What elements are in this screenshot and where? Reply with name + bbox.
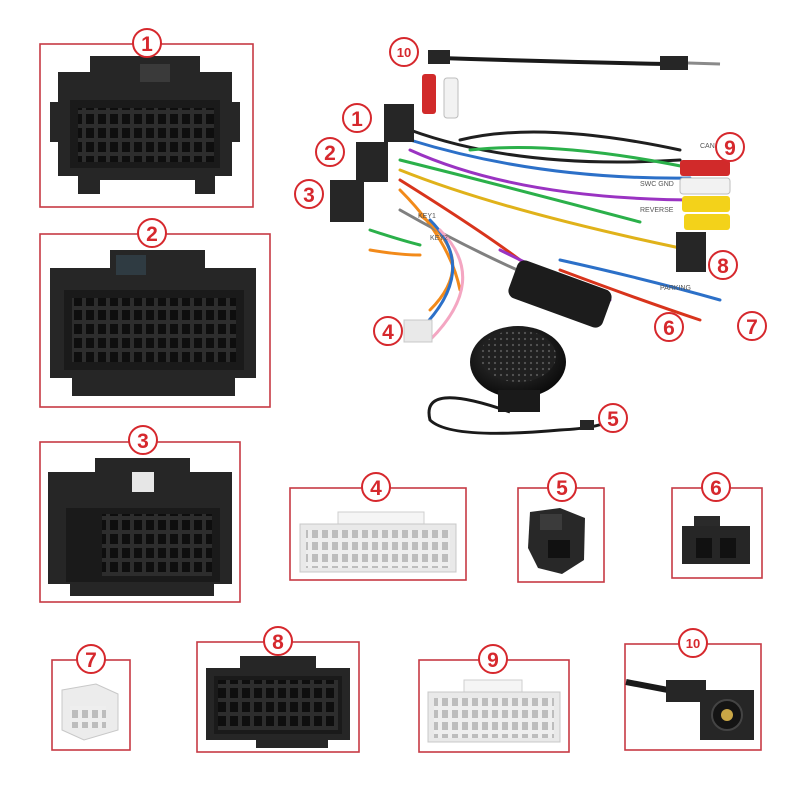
white-plug-7-image	[61, 683, 119, 741]
connector-10-panel: 10	[624, 628, 762, 751]
harness-label-1: 1	[351, 108, 363, 131]
harness-label-2: 2	[324, 142, 336, 165]
label-badge-5: 5	[547, 472, 577, 502]
black-connector-2-image	[50, 250, 256, 396]
harness-badge-7: 7	[737, 311, 767, 341]
connector-5-panel: 5	[517, 472, 605, 583]
wire-bundle-image	[368, 128, 722, 342]
connector-4-panel: 4	[289, 472, 467, 581]
label-4: 4	[370, 477, 382, 500]
label-badge-6: 6	[701, 472, 731, 502]
label-7: 7	[85, 649, 97, 672]
harness-badge-5: 5	[598, 403, 628, 433]
black-connector-1-image	[50, 56, 240, 194]
harness-tag-parking: PARKING	[660, 285, 691, 292]
connector-2-panel: 2	[39, 218, 271, 408]
connector-1-panel: 1	[39, 28, 254, 208]
harness-badge-3: 3	[294, 179, 324, 209]
black-connector-3-image	[48, 458, 232, 596]
connector-9-panel: 9	[418, 644, 570, 753]
white-connector-9-image	[427, 679, 561, 743]
label-badge-8: 8	[263, 626, 293, 656]
wiring-harness-photo: KEY1 KEY2 SWC GND PARKING REVERSE CAN BU…	[294, 37, 767, 435]
black-connector-8-image	[206, 656, 350, 748]
label-badge-10: 10	[678, 628, 708, 658]
black-plug-6-image	[682, 516, 750, 564]
harness-label-3: 3	[303, 184, 315, 207]
harness-tag-swc: SWC GND	[640, 181, 674, 188]
harness-badge-8: 8	[708, 250, 738, 280]
label-1: 1	[141, 33, 153, 56]
harness-label-7: 7	[746, 316, 758, 339]
label-3: 3	[137, 430, 149, 453]
harness-tag-key2: KEY2	[430, 235, 448, 242]
harness-connector-3	[330, 180, 364, 222]
harness-connector-2	[356, 142, 388, 182]
harness-badge-9: 9	[715, 132, 745, 162]
harness-label-9: 9	[724, 137, 736, 160]
label-8: 8	[272, 631, 284, 654]
antenna-connector-10-image	[625, 679, 754, 740]
label-10: 10	[686, 636, 700, 651]
harness-label-8: 8	[717, 255, 729, 278]
connector-6-panel: 6	[671, 472, 763, 579]
label-5: 5	[556, 477, 568, 500]
connector-8-panel: 8	[196, 626, 360, 753]
label-badge-7: 7	[76, 644, 106, 674]
white-connector-4-image	[299, 511, 457, 573]
label-badge-2: 2	[137, 218, 167, 248]
harness-badge-4: 4	[373, 316, 403, 346]
harness-tag-reverse: REVERSE	[640, 207, 674, 214]
harness-connector-4	[403, 319, 433, 343]
harness-badge-1: 1	[342, 103, 372, 133]
harness-connector-1	[384, 104, 414, 142]
label-badge-3: 3	[128, 425, 158, 455]
label-2: 2	[146, 223, 158, 246]
harness-tag-key1: KEY1	[418, 213, 436, 220]
speaker-plug-5-image	[528, 508, 585, 574]
rca-plugs-right-image	[679, 160, 731, 230]
harness-label-6: 6	[663, 317, 675, 340]
harness-badge-6: 6	[654, 312, 684, 342]
rca-plugs-top-image	[422, 74, 459, 119]
harness-label-5: 5	[607, 408, 619, 431]
label-6: 6	[710, 477, 722, 500]
connector-3-panel: 3	[39, 425, 241, 603]
connector-7-panel: 7	[51, 644, 131, 751]
antenna-cable-image	[428, 50, 721, 70]
label-9: 9	[487, 649, 499, 672]
label-badge-9: 9	[478, 644, 508, 674]
harness-label-10: 10	[397, 45, 411, 60]
harness-badge-2: 2	[315, 137, 345, 167]
label-badge-1: 1	[132, 28, 162, 58]
buzzer-speaker-image	[427, 326, 611, 435]
harness-label-4: 4	[382, 321, 394, 344]
label-badge-4: 4	[361, 472, 391, 502]
inline-module-image	[508, 260, 612, 328]
harness-connector-8	[676, 232, 706, 272]
harness-badge-10: 10	[389, 37, 419, 67]
